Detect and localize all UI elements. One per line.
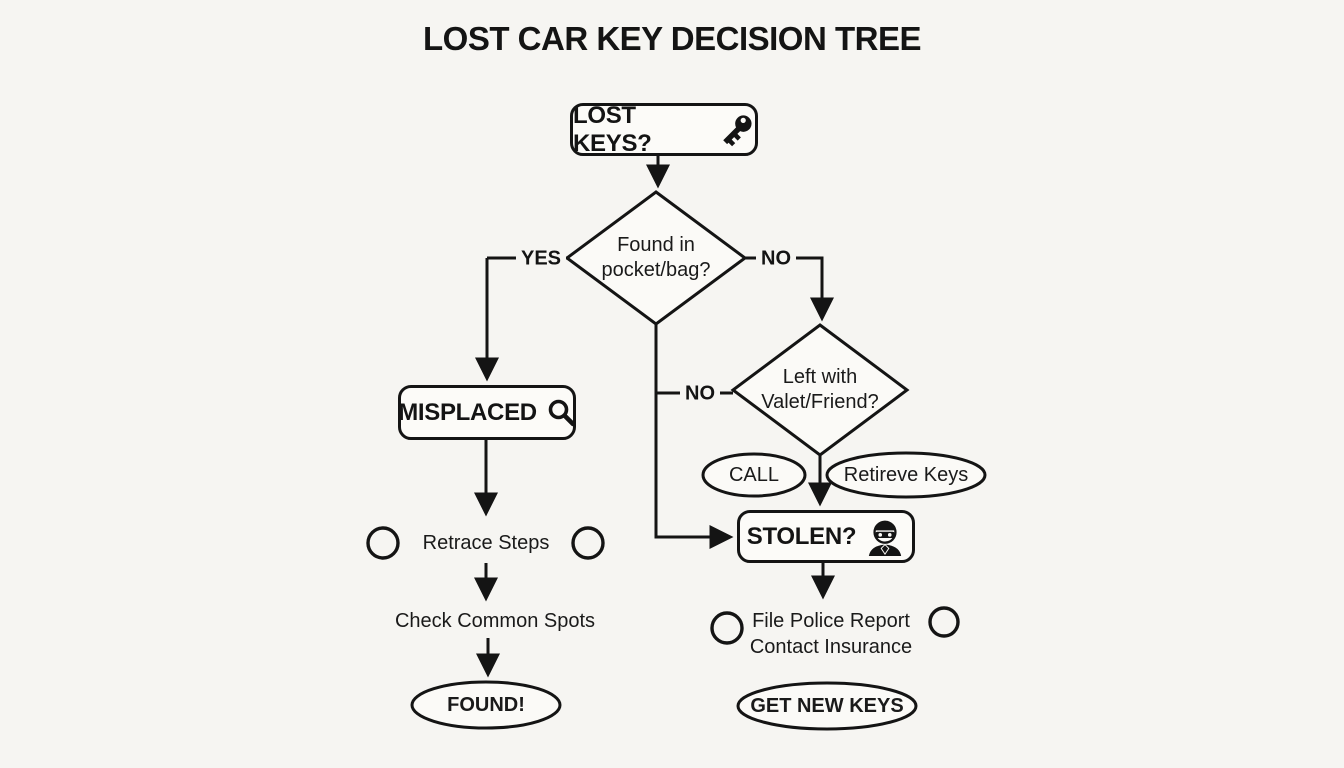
- edge-label-no-right: NO: [756, 246, 796, 272]
- lost-keys-label: LOST KEYS?: [573, 101, 652, 157]
- node-check-common-spots: Check Common Spots: [394, 610, 596, 632]
- thief-icon: [865, 518, 905, 556]
- node-misplaced: MISPLACED: [398, 385, 576, 440]
- circle-marker-report-left: [710, 611, 744, 645]
- edge-label-yes: YES: [515, 246, 567, 272]
- ellipse-found: [410, 680, 562, 730]
- stolen-label: STOLEN?: [746, 522, 857, 550]
- circle-marker-retrace-right: [571, 526, 605, 560]
- circle-marker-retrace-left: [366, 526, 400, 560]
- node-found-in-pocket: Found in pocket/bag?: [601, 234, 711, 281]
- node-call: CALL: [728, 463, 780, 486]
- misplaced-label: MISPLACED: [398, 398, 537, 426]
- node-get-new-keys: GET NEW KEYS: [750, 694, 904, 717]
- ellipse-get-new-keys: [736, 681, 918, 731]
- ellipse-call: [701, 452, 807, 498]
- magnifier-icon: [546, 398, 576, 428]
- circle-marker-report-right: [928, 606, 960, 638]
- node-found: FOUND!: [447, 693, 525, 716]
- node-police-insurance: File Police Report Contact Insurance: [749, 610, 913, 658]
- diamond-left-with-valet: [730, 323, 910, 457]
- node-retrace-steps: Retrace Steps: [422, 532, 550, 554]
- node-left-with-valet: Left with Valet/Friend?: [761, 366, 879, 413]
- page-title: LOST CAR KEY DECISION TREE: [423, 20, 921, 57]
- edge-pocket-to-stolen: [654, 324, 734, 549]
- edge-label-no-middle: NO: [680, 381, 720, 407]
- key-icon: [719, 113, 755, 147]
- node-lost-keys: LOST KEYS?: [570, 101, 758, 157]
- ellipse-retrieve-keys: [825, 451, 987, 499]
- node-retrieve-keys: Retireve Keys: [843, 463, 969, 486]
- node-stolen: STOLEN?: [737, 510, 915, 563]
- diamond-found-in-pocket: [564, 190, 748, 326]
